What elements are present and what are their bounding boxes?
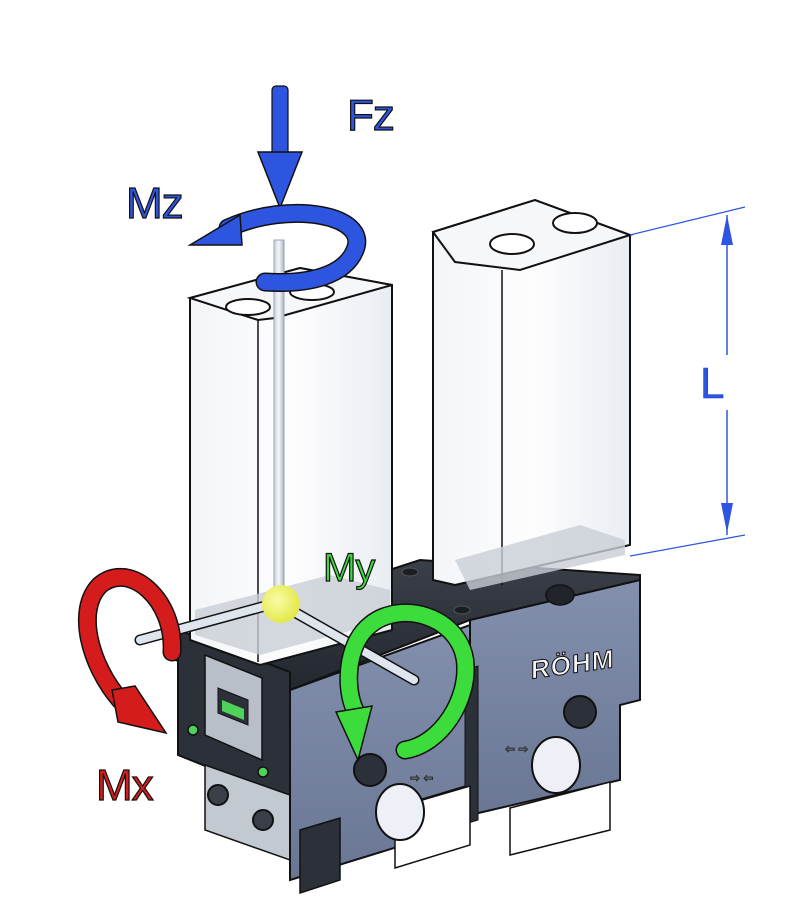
label-mx: Mx	[95, 761, 154, 810]
label-my: My	[322, 546, 376, 590]
port-arrow-icon: ⇨ ⇦	[410, 771, 433, 785]
fz-arrow-icon	[256, 85, 304, 211]
my-rotation-arrow-icon	[334, 603, 476, 763]
dimension-l	[629, 206, 746, 557]
mx-rotation-arrow-icon	[77, 567, 182, 735]
label-fz: Fz	[346, 91, 395, 140]
mz-rotation-arrow-icon	[187, 203, 367, 292]
port-arrow-icon: ⇦ ⇨	[505, 742, 528, 756]
gripper-body: ⇦ ⇨ ⇨ ⇦	[174, 558, 641, 895]
jaw-finger-right	[431, 198, 634, 590]
label-mz: Mz	[125, 179, 184, 228]
label-length: L	[700, 359, 725, 408]
load-point	[262, 585, 300, 623]
